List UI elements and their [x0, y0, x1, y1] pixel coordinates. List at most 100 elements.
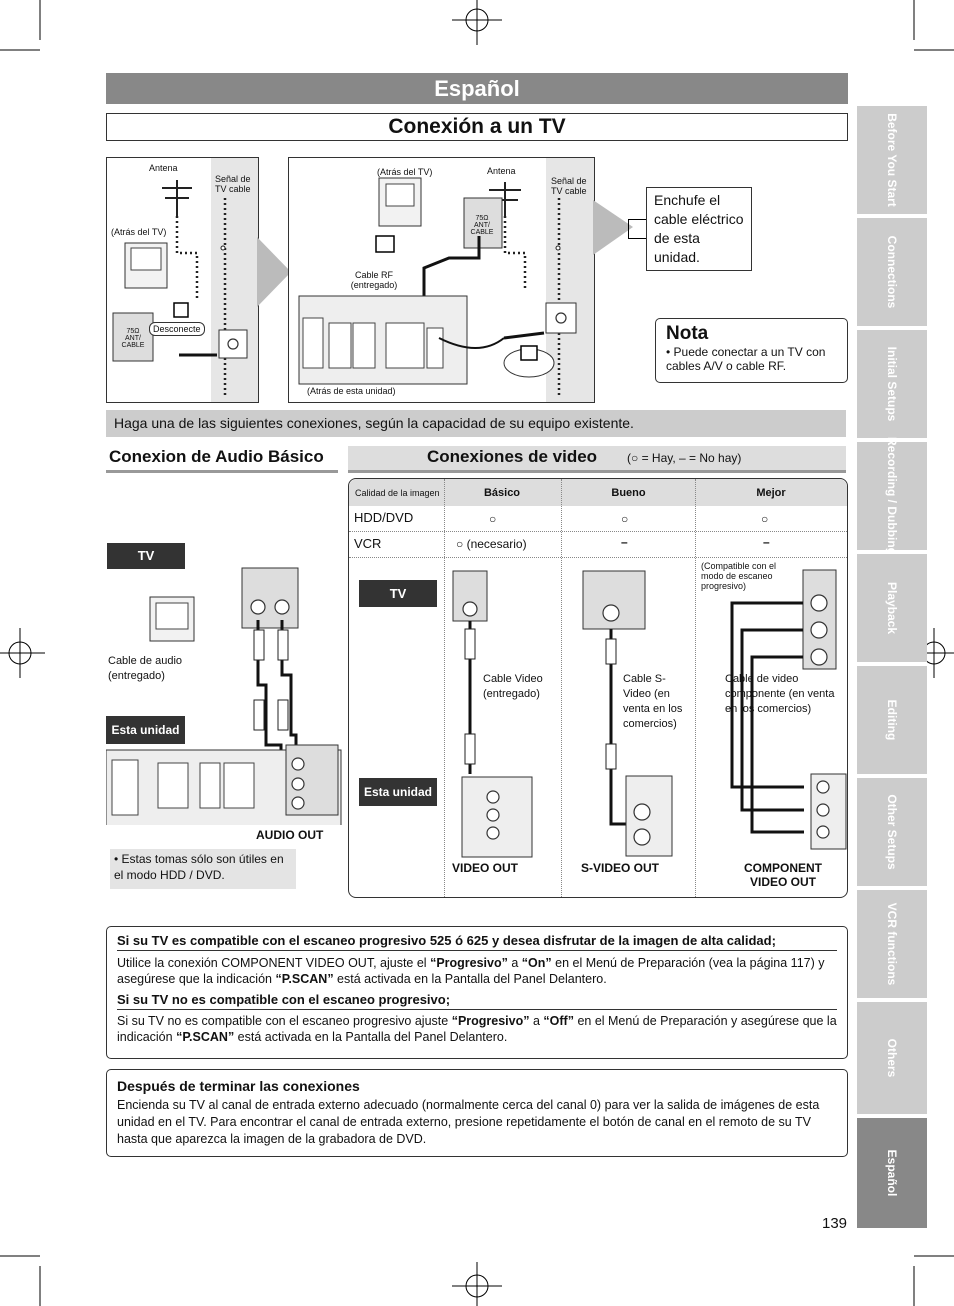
text-span: está activada en la Pantalla del Panel D…: [333, 972, 607, 986]
cell-hdd-best: ○: [761, 512, 769, 526]
s-video-out-label: S-VIDEO OUT: [581, 861, 660, 875]
bold-span: “On”: [521, 956, 552, 970]
progressive-box: Si su TV es compatible con el escaneo pr…: [106, 926, 848, 1059]
non-progressive-text: Si su TV no es compatible con el escaneo…: [117, 1013, 837, 1045]
audio-cable-label: Cable de audio (entregado): [108, 655, 183, 682]
back-of-unit-label: (Atrás de esta unidad): [307, 386, 396, 396]
table-col-good: Bueno: [611, 487, 646, 499]
video-out-label: VIDEO OUT: [452, 861, 519, 875]
tab-label: Before You Start: [885, 113, 899, 207]
video-heading-box: Conexiones de video (○ = Hay, – = No hay…: [348, 446, 846, 473]
col-divider: [695, 479, 696, 897]
best-note: (Compatible con el modo de escaneo progr…: [701, 561, 777, 591]
page-title: Conexión a un TV: [106, 113, 848, 141]
text-span: está activada en la Pantalla del Panel D…: [234, 1030, 508, 1044]
text-span: a: [507, 956, 522, 970]
antenna-label: Antena: [149, 163, 178, 173]
row-divider: [349, 557, 847, 558]
tab-initial-setups[interactable]: Initial Setups: [857, 330, 927, 438]
nota-title: Nota: [666, 323, 709, 344]
tab-other-setups[interactable]: Other Setups: [857, 778, 927, 886]
col-divider: [444, 479, 445, 897]
tab-connections[interactable]: Connections: [857, 218, 927, 326]
antenna-diagram-before: Antena Señal de TV cable (Atrás del TV) …: [106, 157, 259, 403]
tab-label: Recording / Dubbing: [885, 437, 899, 555]
row-vcr: VCR: [354, 536, 382, 551]
tab-label: Initial Setups: [885, 346, 899, 422]
audio-heading-box: Conexion de Audio Básico: [106, 446, 338, 473]
audio-tv-label: TV: [107, 543, 185, 569]
video-unit-label: Esta unidad: [359, 778, 437, 806]
text-span: Si su TV no es compatible con el escaneo…: [117, 1014, 452, 1028]
instruction-bar: Haga una de las siguientes conexiones, s…: [106, 410, 846, 437]
antenna-label-2: Antena: [487, 166, 516, 176]
component-video-out-label: COMPONENT VIDEO OUT: [744, 861, 822, 889]
cable-signal-label: Señal de TV cable: [215, 174, 251, 194]
table-col-best: Mejor: [756, 487, 786, 499]
bold-span: “Progresivo”: [451, 1014, 530, 1028]
back-of-tv-label: (Atrás del TV): [111, 227, 167, 237]
tab-before-you-start[interactable]: Before You Start: [857, 106, 927, 214]
back-of-tv-label-2: (Atrás del TV): [377, 167, 433, 177]
cell-hdd-basic: ○: [489, 512, 497, 526]
tab-recording-dubbing[interactable]: Recording / Dubbing: [857, 437, 927, 555]
progressive-heading: Si su TV es compatible con el escaneo pr…: [117, 933, 837, 951]
tab-editing[interactable]: Editing: [857, 666, 927, 774]
nota-text: • Puede conectar a un TV con cables A/V …: [666, 345, 826, 373]
arrow-right-icon-2: [593, 200, 633, 255]
table-header-row: [349, 479, 847, 506]
audio-diagram: [106, 567, 342, 825]
rf-cable-label: Cable RF (entregado): [350, 270, 398, 290]
good-cable-label: Cable S-Video (en venta en los comercios…: [623, 673, 683, 730]
table-col0: Calidad de la imagen: [355, 488, 440, 498]
tab-espanol[interactable]: Español: [857, 1118, 927, 1228]
language-banner: Español: [106, 73, 848, 104]
cable-signal-label-2: Señal de TV cable: [551, 176, 587, 196]
cell-hdd-good: ○: [621, 512, 629, 526]
table-col-basic: Básico: [483, 487, 521, 499]
text-span: en el Menú de Preparación (vea la página…: [117, 956, 825, 986]
tab-others[interactable]: Others: [857, 1002, 927, 1114]
antenna-before-drawing: [112, 158, 258, 402]
text-span: a: [529, 1014, 544, 1028]
cell-vcr-best: –: [763, 535, 770, 549]
row-hdd-dvd: HDD/DVD: [354, 510, 414, 525]
col-divider: [561, 479, 562, 897]
after-heading: Después de terminar las conexiones: [117, 1078, 360, 1094]
tab-label: VCR functions: [885, 902, 899, 986]
video-legend: (○ = Hay, – = No hay): [627, 451, 742, 465]
tab-label: Español: [885, 1149, 899, 1197]
progressive-text: Utilice la conexión COMPONENT VIDEO OUT,…: [117, 955, 837, 987]
after-text: Encienda su TV al canal de entrada exter…: [117, 1098, 820, 1146]
antenna-after-drawing: [298, 158, 594, 402]
ant-jack-label-2: 75Ω ANT/ CABLE: [470, 215, 494, 236]
audio-unit-label: Esta unidad: [106, 716, 185, 744]
basic-cable-label: Cable Video (entregado): [483, 673, 543, 700]
text-span: Utilice la conexión COMPONENT VIDEO OUT,…: [117, 956, 431, 970]
video-heading: Conexiones de video: [427, 447, 598, 466]
tab-label: Playback: [885, 581, 899, 635]
row-divider: [349, 531, 847, 532]
video-panel: Calidad de la imagen Básico Bueno Mejor …: [348, 478, 848, 898]
antenna-diagram-after: (Atrás del TV) Antena Señal de TV cable …: [288, 157, 595, 403]
audio-out-label: AUDIO OUT: [256, 828, 324, 842]
tab-label: Editing: [885, 699, 899, 741]
tab-vcr-functions[interactable]: VCR functions: [857, 890, 927, 998]
bold-span: “P.SCAN”: [176, 1030, 235, 1044]
audio-heading: Conexion de Audio Básico: [109, 447, 324, 466]
plug-note: Enchufe el cable eléctrico de esta unida…: [646, 187, 752, 271]
after-connections-box: Después de terminar las conexiones Encie…: [106, 1069, 848, 1157]
tab-playback[interactable]: Playback: [857, 554, 927, 662]
bold-span: “Off”: [543, 1014, 574, 1028]
video-tv-label: TV: [359, 580, 437, 607]
arrow-right-icon: [257, 237, 291, 307]
non-progressive-heading: Si su TV no es compatible con el escaneo…: [117, 992, 837, 1010]
ant-jack-label: 75Ω ANT/ CABLE: [121, 328, 145, 349]
page-number: 139: [822, 1215, 848, 1232]
tab-label: Connections: [885, 235, 899, 309]
bold-span: “P.SCAN”: [275, 972, 334, 986]
cell-vcr-basic: ○ (necesario): [456, 537, 527, 551]
tab-label: Others: [885, 1038, 899, 1078]
tab-label: Other Setups: [885, 794, 899, 870]
